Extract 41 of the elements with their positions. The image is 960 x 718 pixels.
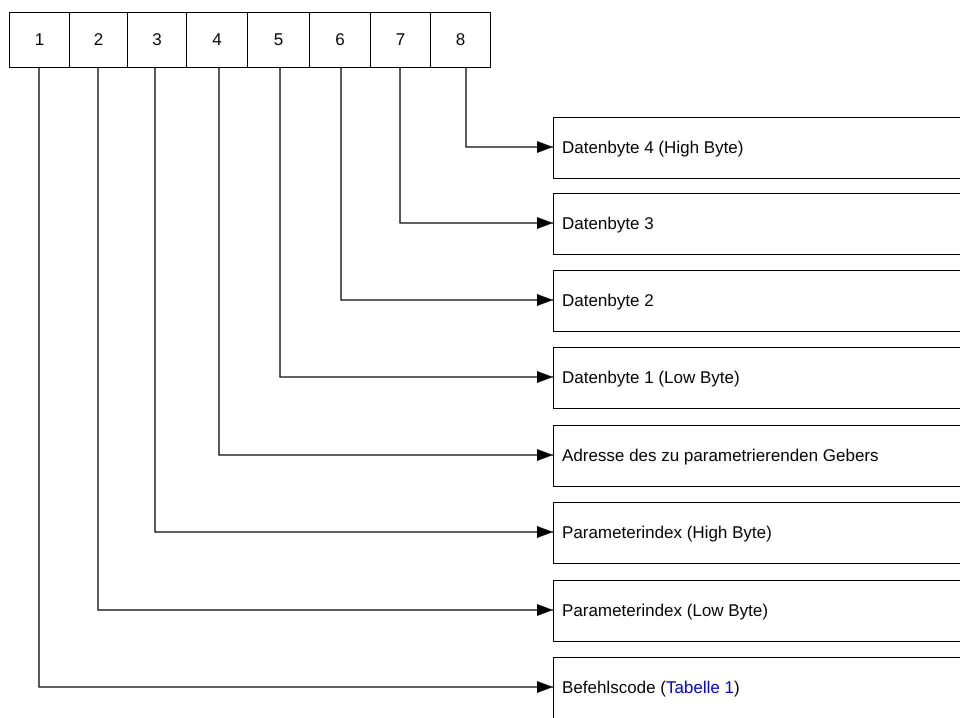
node-label: Parameterindex (Low Byte) bbox=[562, 600, 768, 622]
byte-cell bbox=[430, 12, 491, 68]
byte-number: 1 bbox=[34, 29, 44, 52]
byte-cell bbox=[370, 12, 431, 68]
byte-number: 2 bbox=[94, 29, 104, 52]
description-box bbox=[553, 117, 960, 179]
byte-cell bbox=[127, 12, 187, 68]
description-box bbox=[553, 347, 960, 409]
description-box bbox=[553, 657, 960, 718]
arrow bbox=[154, 68, 553, 538]
arrow bbox=[38, 68, 553, 693]
byte-cell bbox=[186, 12, 248, 68]
arrow bbox=[97, 68, 553, 616]
node-label: Adresse des zu parametrierenden Gebers bbox=[562, 445, 879, 468]
byte-cell bbox=[247, 12, 310, 68]
arrow bbox=[218, 68, 553, 461]
description-box bbox=[553, 580, 960, 642]
node-label: Datenbyte 2 bbox=[562, 290, 654, 312]
node-label: Befehlscode (Tabelle 1) bbox=[562, 677, 740, 700]
byte-number: 6 bbox=[335, 29, 345, 52]
node-label: Datenbyte 1 (Low Byte) bbox=[562, 367, 740, 390]
description-box bbox=[553, 270, 960, 332]
arrow bbox=[340, 68, 553, 306]
byte-number: 4 bbox=[212, 29, 222, 52]
arrow bbox=[465, 68, 553, 153]
node-label: Datenbyte 3 bbox=[562, 213, 654, 236]
description-box bbox=[553, 502, 960, 564]
arrow bbox=[279, 68, 553, 383]
node-label: Datenbyte 4 (High Byte) bbox=[562, 137, 744, 160]
arrow bbox=[399, 68, 553, 229]
byte-number: 8 bbox=[456, 29, 466, 52]
byte-number: 5 bbox=[274, 29, 284, 52]
byte-cell bbox=[9, 12, 70, 68]
byte-number: 7 bbox=[396, 29, 406, 52]
byte-cell bbox=[309, 12, 371, 68]
node-label: Parameterindex (High Byte) bbox=[562, 522, 772, 544]
table-link: Tabelle 1 bbox=[666, 678, 734, 698]
description-box bbox=[553, 193, 960, 255]
description-box bbox=[553, 425, 960, 487]
byte-number: 3 bbox=[152, 29, 162, 52]
byte-cell bbox=[69, 12, 128, 68]
